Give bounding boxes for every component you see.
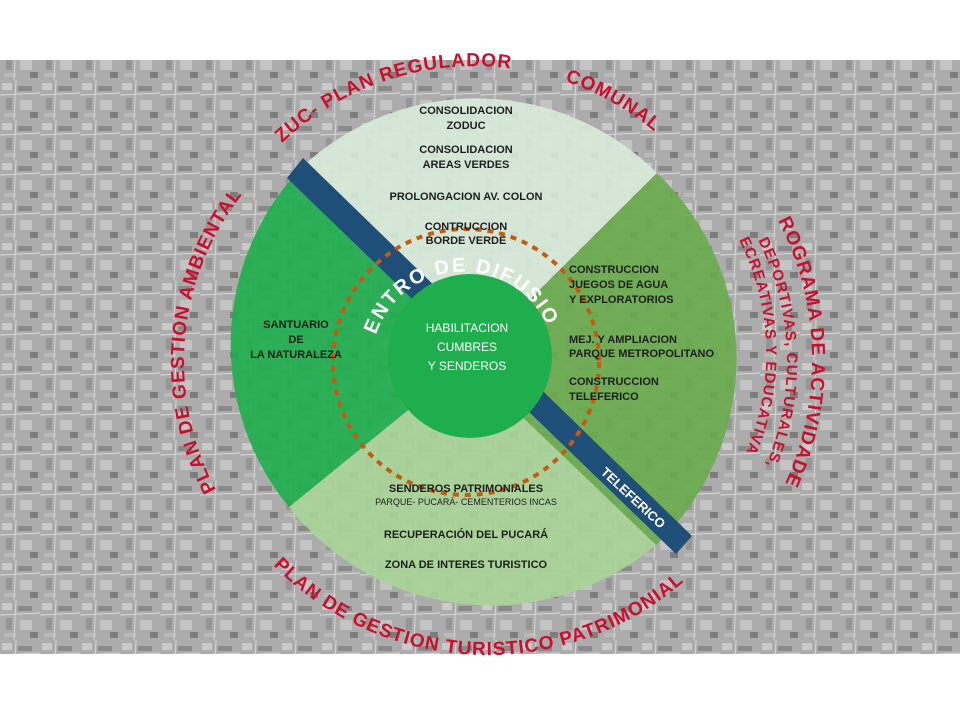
top-item-3: PROLONGACION AV. COLON — [390, 191, 543, 203]
top-item-4-line-1: CONTRUCCION — [425, 221, 508, 233]
right-item-2-line-1: MEJ. Y AMPLIACION — [569, 334, 677, 346]
right-item-3-line-1: CONSTRUCCION — [569, 376, 659, 388]
right-item-1-line-3: Y EXPLORATORIOS — [569, 294, 674, 306]
top-item-1-line-1: CONSOLIDACION — [419, 105, 513, 117]
right-item-2-line-2: PARQUE METROPOLITANO — [569, 348, 714, 360]
bottom-item-1-line-1: SENDEROS PATRIMONIALES — [389, 483, 543, 495]
right-quadrant — [466, 173, 737, 545]
right-item-1-line-1: CONSTRUCCION — [569, 264, 659, 276]
bottom-item-1-line-2: PARQUE- PUCARÁ- CEMENTERIOS INCAS — [375, 497, 557, 507]
left-item-line-3: LA NATURALEZA — [250, 349, 342, 361]
top-item-4-line-2: BORDE VERDE — [426, 235, 507, 247]
dotted-ring — [331, 227, 601, 497]
center-line-2: CUMBRES — [437, 340, 497, 354]
left-item-line-1: SANTUARIO — [263, 319, 329, 331]
left-item-line-2: DE — [288, 334, 303, 346]
top-item-2-line-2: AREAS VERDES — [423, 159, 510, 171]
bottom-item-2: RECUPERACIÓN DEL PUCARÁ — [384, 528, 548, 541]
left-quadrant — [230, 166, 466, 507]
center-line-1: HABILITACION — [426, 321, 508, 335]
bottom-quadrant — [289, 363, 656, 606]
top-item-2-line-1: CONSOLIDACION — [419, 144, 513, 156]
top-item-1-line-2: ZODUC — [446, 120, 485, 132]
bottom-item-3: ZONA DE INTERES TURISTICO — [385, 559, 548, 571]
center-circle — [388, 274, 552, 438]
right-item-3-line-2: TELEFERICO — [569, 391, 639, 403]
center-line-3: Y SENDEROS — [428, 359, 506, 373]
right-item-1-line-2: JUEGOS DE AGUA — [569, 279, 668, 291]
